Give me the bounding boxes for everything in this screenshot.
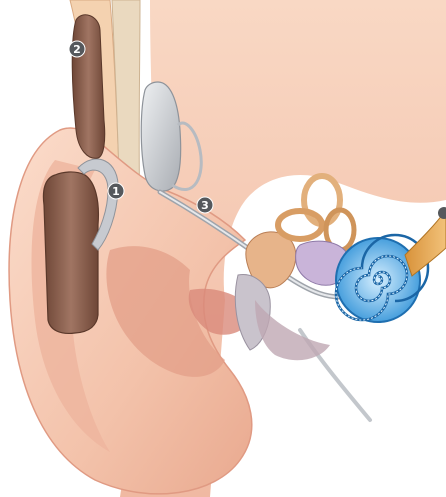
implant-receiver: [141, 82, 180, 191]
callout-3: 3: [197, 197, 213, 213]
sound-processor: [43, 172, 98, 333]
auditory-nerve: [405, 210, 446, 276]
nerve-marker: [438, 207, 446, 219]
callout-1-label: 1: [112, 185, 120, 198]
callout-3-label: 3: [201, 199, 209, 212]
callout-1: 1: [108, 183, 124, 199]
callout-2: 2: [69, 41, 85, 57]
callout-2-label: 2: [73, 43, 81, 56]
transmitter-coil: [72, 15, 105, 158]
